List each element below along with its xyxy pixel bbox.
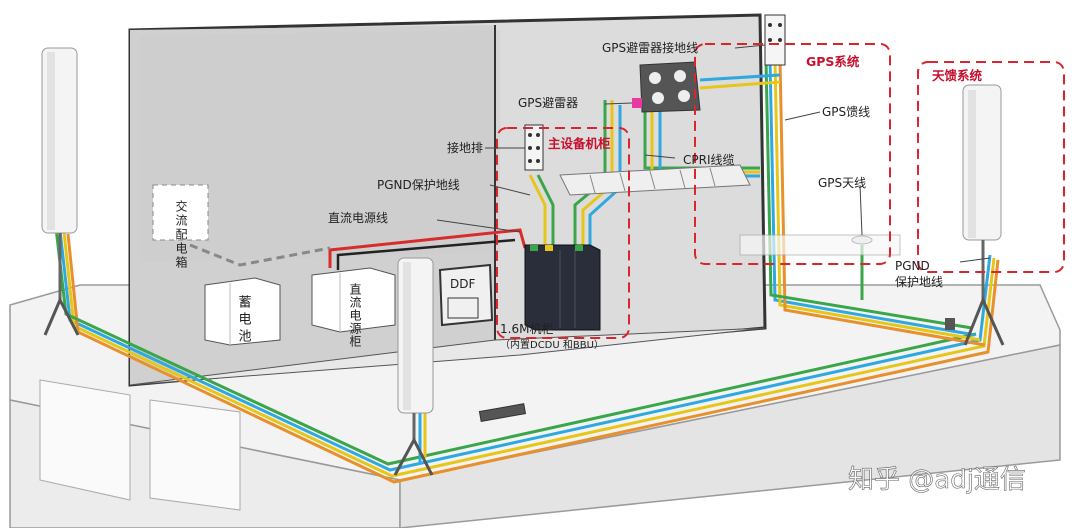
ddf-label: DDF	[450, 277, 475, 291]
dc-power-line-label: 直流电源线	[328, 211, 388, 225]
outdoor-cable-bundle	[54, 59, 1000, 484]
cabinet-16m-label: 1.6M机柜	[500, 322, 553, 336]
leader-lines	[436, 44, 991, 263]
main-cabinet-label: 主设备机柜	[548, 136, 611, 151]
battery-label: 蓄电池	[236, 295, 252, 346]
cabinet-sub-label: （内置DCDU 和BBU）	[500, 338, 604, 351]
ddf-box	[438, 263, 494, 327]
cpri-cable-label: CPRI线缆	[683, 153, 735, 167]
antenna-feeder-system-label: 天馈系统	[932, 68, 983, 83]
ac-box	[152, 184, 209, 241]
antenna-icon	[41, 47, 80, 336]
antenna-icon	[962, 84, 1005, 346]
battery-box	[204, 277, 281, 346]
antenna-feeder-dashed-box	[917, 61, 1065, 273]
gps-system-label: GPS系统	[806, 54, 860, 69]
gps-feeder-label: GPS馈线	[822, 105, 870, 119]
ground-bar-label: 接地排	[447, 140, 483, 155]
gps-arrester-ground-label: GPS避雷器接地线	[602, 40, 698, 55]
pgnd-wire-label: PGND保护地线	[377, 178, 460, 192]
outdoor-ground-bar	[945, 318, 955, 330]
dc-cabinet-label: 直流电源柜	[348, 283, 362, 348]
gps-arrester-label: GPS避雷器	[518, 96, 578, 110]
cable-tray	[559, 164, 751, 196]
main-cabinet-dashed-box	[496, 127, 630, 339]
dc-cabinet-box	[311, 267, 396, 333]
antenna-icon	[393, 257, 434, 476]
pgnd-right-label-1: PGND	[895, 259, 930, 273]
wall-ground-bar	[764, 14, 786, 66]
main-cabinet-rack	[524, 244, 601, 331]
dc-dashed-link	[189, 243, 331, 267]
gps-system-dashed-box	[694, 43, 891, 265]
arrester-icon	[632, 61, 701, 113]
ac-box-label: 交流配电箱	[174, 199, 188, 270]
outdoor-ground-bar	[478, 403, 527, 422]
pgnd-right-label-2: 保护地线	[895, 275, 943, 289]
ground-bar-icon	[524, 124, 544, 171]
gps-antenna-label: GPS天线	[818, 176, 866, 190]
watermark: 知乎 @adj通信	[848, 465, 1026, 495]
gps-antenna-icon	[739, 234, 901, 300]
